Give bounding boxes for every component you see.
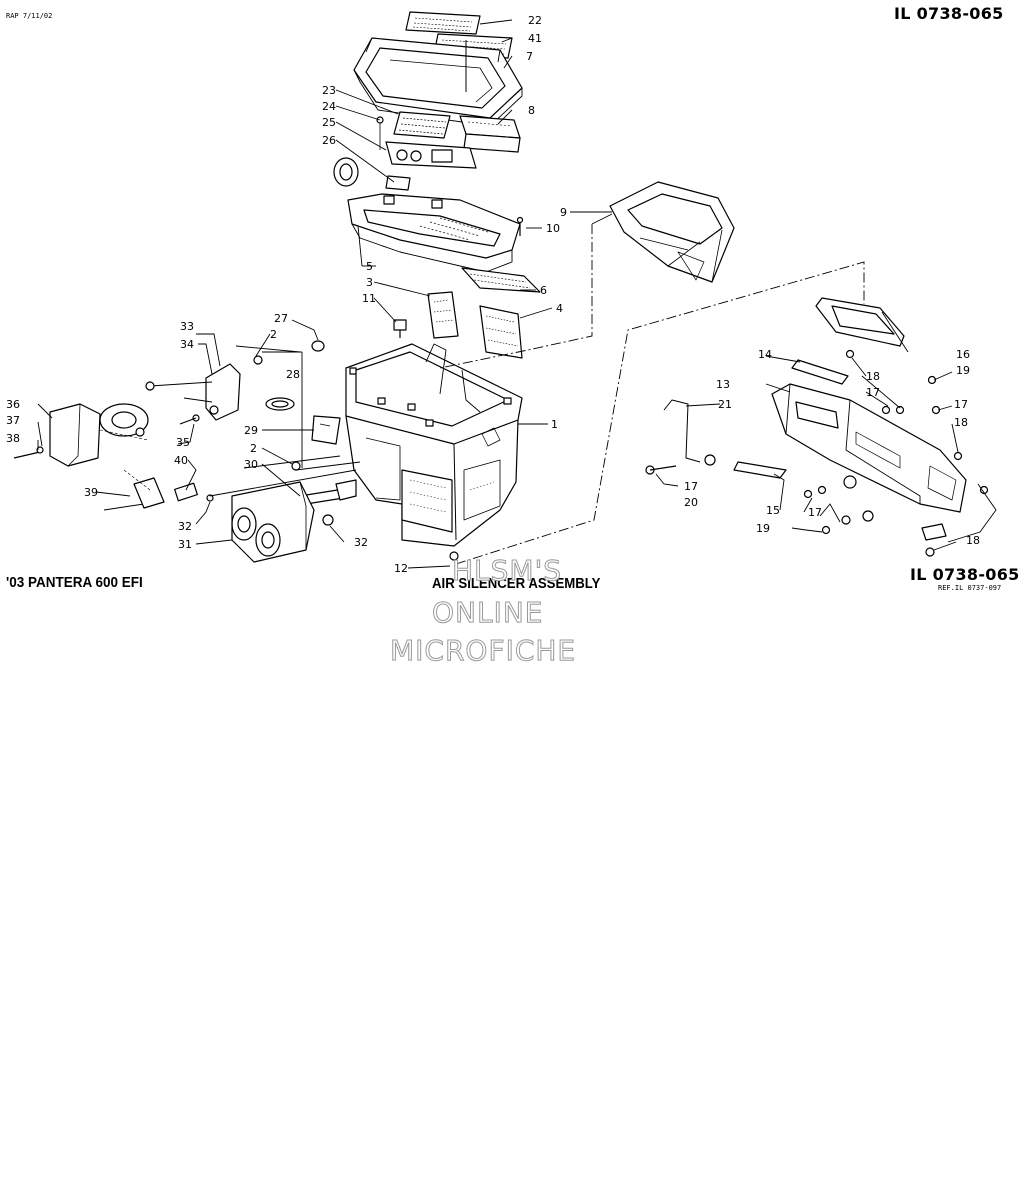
part-14-strip — [791, 359, 849, 385]
part-20-washer — [645, 454, 716, 475]
callout-23: 23 — [322, 84, 336, 97]
callout-38: 38 — [6, 432, 20, 445]
reference-code: REF.IL 0737-097 — [938, 584, 1002, 592]
callout-35: 35 — [176, 436, 190, 449]
callout-18-b: 18 — [954, 416, 968, 429]
callout-32-a: 32 — [178, 520, 192, 533]
callout-34: 34 — [180, 338, 194, 351]
part-26-grommet — [333, 157, 359, 187]
part-25-pad — [385, 175, 411, 191]
watermark-line-2: ONLINE — [431, 596, 544, 630]
part-37-38-screw — [13, 446, 44, 459]
callout-13: 13 — [716, 378, 730, 391]
callout-17-a: 17 — [866, 386, 880, 399]
part-11-fastener — [393, 319, 407, 338]
throttle-body — [99, 403, 149, 441]
callout-17-c: 17 — [684, 480, 698, 493]
part-32-lower-fastener — [322, 514, 334, 526]
callout-30: 30 — [244, 458, 258, 471]
callout-6: 6 — [540, 284, 547, 297]
part-5-tray — [347, 193, 521, 273]
callout-2-lower: 2 — [250, 442, 257, 455]
part-31-intake-cover — [231, 481, 315, 563]
callout-2-upper: 2 — [270, 328, 277, 341]
part-40-spacer — [174, 482, 198, 502]
part-29-bracket — [311, 415, 341, 445]
callout-1: 1 — [551, 418, 558, 431]
callout-12: 12 — [394, 562, 408, 575]
part-6-seal — [461, 267, 541, 293]
callout-21: 21 — [718, 398, 732, 411]
part-7-lid — [353, 37, 523, 127]
part-22-screen — [405, 11, 481, 35]
part-9-resonator — [609, 181, 735, 283]
assembly-title: AIR SILENCER ASSEMBLY — [432, 575, 601, 592]
part-10-screw — [516, 216, 524, 236]
watermark-line-3: MICROFICHE — [389, 634, 577, 668]
part-4-foam — [479, 305, 523, 359]
callout-31: 31 — [178, 538, 192, 551]
callout-20: 20 — [684, 496, 698, 509]
preparer-stamp: RAP 7/11/02 — [6, 12, 53, 20]
callout-18-a: 18 — [866, 370, 880, 383]
callout-39: 39 — [84, 486, 98, 499]
part-18-17-19-hardware — [803, 349, 989, 557]
callout-37: 37 — [6, 414, 20, 427]
callout-8: 8 — [528, 104, 535, 117]
part-3-foam — [427, 291, 459, 339]
callout-19-a: 19 — [956, 364, 970, 377]
part-8-filter — [459, 115, 521, 153]
callout-15: 15 — [766, 504, 780, 517]
callout-26: 26 — [322, 134, 336, 147]
callout-40: 40 — [174, 454, 188, 467]
callout-3: 3 — [366, 276, 373, 289]
model-label: '03 PANTERA 600 EFI — [6, 574, 143, 591]
part-15-bracket — [733, 461, 787, 479]
part-23-grille — [393, 111, 451, 139]
callout-27: 27 — [274, 312, 288, 325]
part-30-clip — [335, 479, 357, 501]
part-2-nut-upper — [253, 355, 263, 365]
part-24-25-insert — [376, 116, 477, 169]
callout-33: 33 — [180, 320, 194, 333]
callout-10: 10 — [546, 222, 560, 235]
part-21-rod — [663, 399, 701, 463]
callout-28: 28 — [286, 368, 300, 381]
watermark-line-1: HLSM'S — [451, 554, 563, 588]
part-39-adapter — [103, 469, 165, 511]
part-2-nut-lower — [291, 461, 301, 471]
callout-17-d: 17 — [808, 506, 822, 519]
part-28-clamp — [265, 397, 295, 411]
callout-17-b: 17 — [954, 398, 968, 411]
callout-29: 29 — [244, 424, 258, 437]
callout-36: 36 — [6, 398, 20, 411]
part-16-plate — [815, 297, 905, 347]
callout-41: 41 — [528, 32, 542, 45]
part-36-block — [49, 403, 101, 467]
callout-18-c: 18 — [966, 534, 980, 547]
part-33-34-bracket — [145, 363, 241, 421]
callout-11: 11 — [362, 292, 376, 305]
callout-25: 25 — [322, 116, 336, 129]
part-1-housing — [345, 343, 523, 547]
callout-4: 4 — [556, 302, 563, 315]
callout-24: 24 — [322, 100, 336, 113]
part-13-duct — [771, 383, 967, 513]
callout-16: 16 — [956, 348, 970, 361]
part-27-grommet — [311, 340, 325, 352]
part-32-upper-fastener — [206, 494, 214, 502]
callout-14: 14 — [758, 348, 772, 361]
callout-9: 9 — [560, 206, 567, 219]
part-35-screw — [179, 414, 200, 425]
callout-5: 5 — [366, 260, 373, 273]
callout-32-b: 32 — [354, 536, 368, 549]
callout-22: 22 — [528, 14, 542, 27]
illustration-code-header: IL 0738-065 — [894, 4, 1004, 23]
callout-7: 7 — [526, 50, 533, 63]
callout-19-b: 19 — [756, 522, 770, 535]
part-12-clip — [449, 551, 459, 561]
illustration-code-footer: IL 0738-065 — [910, 565, 1020, 584]
